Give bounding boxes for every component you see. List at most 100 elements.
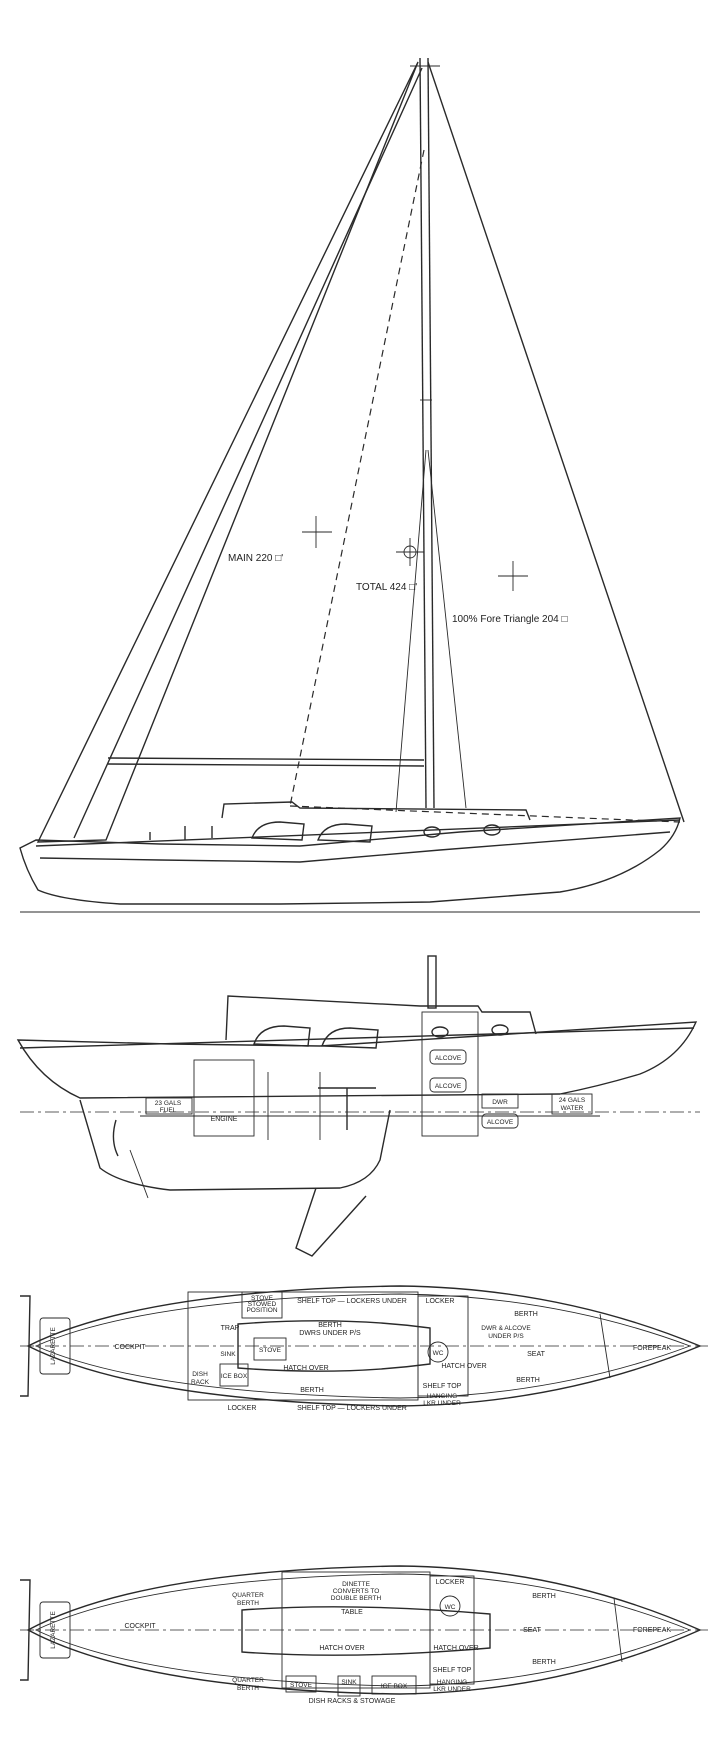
plan2-quarter-berth-bottom-1: QUARTER: [232, 1677, 264, 1684]
plan1-hatch-over-aft: HATCH OVER: [283, 1365, 328, 1372]
plan2-ice-box: ICE BOX: [381, 1683, 408, 1690]
mast-aft-edge: [427, 57, 435, 809]
fore-triangle-label: 100% Fore Triangle 204 □: [452, 614, 568, 625]
water-tank: [551, 1093, 593, 1115]
water-label-2: WATER: [561, 1105, 584, 1112]
plan1-hatch-opening: [237, 1320, 431, 1372]
plan1-lazarette-hatch: [39, 1317, 71, 1375]
plan1-stove-box: [253, 1337, 287, 1361]
plan2-hanging-1: HANGING: [437, 1679, 467, 1686]
fuel-label-2: FUEL: [160, 1107, 177, 1114]
plan1-icebox: [219, 1363, 249, 1387]
plan2-berth-fwd-low: BERTH: [532, 1659, 556, 1666]
mast-stub: [427, 955, 437, 1009]
mast: [419, 57, 427, 809]
keel-profile: [79, 1099, 391, 1191]
plan2-head-compartment: [429, 1575, 475, 1685]
plan1-ice-box: ICE BOX: [221, 1373, 248, 1380]
alcove-mid-label: ALCOVE: [435, 1083, 462, 1090]
fuel-tank: [145, 1097, 193, 1115]
plan1-shelf-top-top: SHELF TOP — LOCKERS UNDER: [297, 1298, 407, 1305]
engine-box: [193, 1059, 255, 1137]
plan2-forepeak: FOREPEAK: [633, 1627, 671, 1634]
plan2-stove-box: [285, 1675, 317, 1693]
plan1-stove-stowed-2: STOWED: [248, 1301, 277, 1308]
plan2-quarter-berth-bottom-2: BERTH: [237, 1685, 259, 1692]
plan2-cockpit: COCKPIT: [124, 1623, 156, 1630]
plan1-shelf-top-right: SHELF TOP: [423, 1383, 462, 1390]
plan1-trap: TRAP: [221, 1325, 240, 1332]
plan2-seat: SEAT: [523, 1627, 541, 1634]
plan1-dish-rack-1: DISH: [192, 1371, 208, 1378]
plan2-hatch-over-aft: HATCH OVER: [319, 1645, 364, 1652]
plan1-stove-stowed-3: POSITION: [246, 1307, 277, 1314]
plan1-head-compartment: [417, 1295, 469, 1397]
plan2-wc: WC: [445, 1604, 456, 1611]
fuel-label-1: 23 GALS: [155, 1100, 182, 1107]
plan2-hatch-over-fwd: HATCH OVER: [433, 1645, 478, 1652]
forestay: [427, 61, 685, 823]
plan1-berth-fwd-low: BERTH: [516, 1377, 540, 1384]
water-label-1: 24 GALS: [559, 1097, 586, 1104]
mainsail-leech-inner: [73, 67, 423, 839]
plan1-stove: STOVE: [259, 1347, 282, 1354]
rudder-stock: [112, 1119, 119, 1157]
dwr-label: DWR: [492, 1099, 508, 1106]
alcove-upper-label: ALCOVE: [435, 1055, 462, 1062]
plan1-dish-rack-2: RACK: [191, 1379, 210, 1386]
plan1-locker-bottom: LOCKER: [228, 1405, 257, 1412]
total-area-label: TOTAL 424 □': [356, 582, 417, 593]
hull-profile: [19, 817, 681, 905]
cabin-profile: [225, 995, 537, 1041]
sail-plan: MAIN 220 □' TOTAL 424 □' 100% Fore Trian…: [19, 57, 700, 913]
plan2-sink: SINK: [341, 1679, 357, 1686]
plan2-wc-bowl: [439, 1595, 461, 1617]
plan2-icebox: [371, 1675, 417, 1695]
bulkhead-box: [421, 1011, 479, 1137]
cabin-top: [221, 801, 531, 821]
plan2-sink-box: [337, 1675, 361, 1697]
plan2-stove: STOVE: [290, 1682, 313, 1689]
plan1-locker-top: LOCKER: [426, 1298, 455, 1305]
plan1-dwr-alcove-2: UNDER P/S: [488, 1333, 524, 1340]
plan2-berth-fwd-top: BERTH: [532, 1593, 556, 1600]
plan1-dwr-alcove-1: DWR & ALCOVE: [481, 1325, 531, 1332]
plan1-wc-bowl: [427, 1341, 449, 1363]
plan1-stove-stowed-1: STOVE: [251, 1295, 274, 1302]
plan1-sink: SINK: [220, 1351, 236, 1358]
deck-line: [19, 1027, 695, 1049]
sheerline: [35, 819, 681, 847]
plan2-hatch-opening: [241, 1606, 491, 1656]
plan2-dish-racks: DISH RACKS & STOWAGE: [309, 1698, 396, 1705]
alcove-low-box: [481, 1113, 519, 1129]
plan2-transom: [20, 1579, 31, 1681]
plan1-seat: SEAT: [527, 1351, 545, 1358]
plan2-lazarette: LAZARETTE: [50, 1611, 57, 1649]
plan2-locker: LOCKER: [436, 1579, 465, 1586]
plan1-forepeak: FOREPEAK: [633, 1345, 671, 1352]
plan2-forepeak-bulkhead: [613, 1597, 623, 1663]
alcove-mid-box: [429, 1077, 467, 1093]
mainsail: [36, 61, 419, 843]
plan1-shelf-top-bottom: SHELF TOP — LOCKERS UNDER: [297, 1405, 407, 1412]
jib-dashed-luff: [289, 149, 425, 807]
dwr-box: [481, 1093, 519, 1109]
plan1-berth-low: BERTH: [300, 1387, 324, 1394]
accommodation-plan-1: STOVE STOWED POSITION SHELF TOP — LOCKER…: [20, 1285, 708, 1412]
plan2-dinette-1: DINETTE: [342, 1581, 370, 1588]
plan1-transom: [20, 1295, 31, 1397]
main-centroid-cross: [302, 516, 332, 548]
plan1-wc: WC: [433, 1350, 444, 1357]
plan1-hanging-2: LKR UNDER: [423, 1400, 461, 1407]
table-pedestal: [318, 1087, 376, 1130]
shroud-aft: [395, 449, 427, 813]
rudder-line: [129, 1149, 149, 1199]
alcove-low-label: ALCOVE: [487, 1119, 514, 1126]
plan2-dinette-2: CONVERTS TO: [333, 1588, 380, 1595]
plan1-cockpit: COCKPIT: [114, 1344, 146, 1351]
plan1-berth-center-2: DWRS UNDER P/S: [299, 1330, 361, 1337]
plan2-dinette-3: DOUBLE BERTH: [331, 1595, 382, 1602]
centerboard: [295, 1187, 367, 1257]
boom-lower-edge: [107, 763, 425, 767]
